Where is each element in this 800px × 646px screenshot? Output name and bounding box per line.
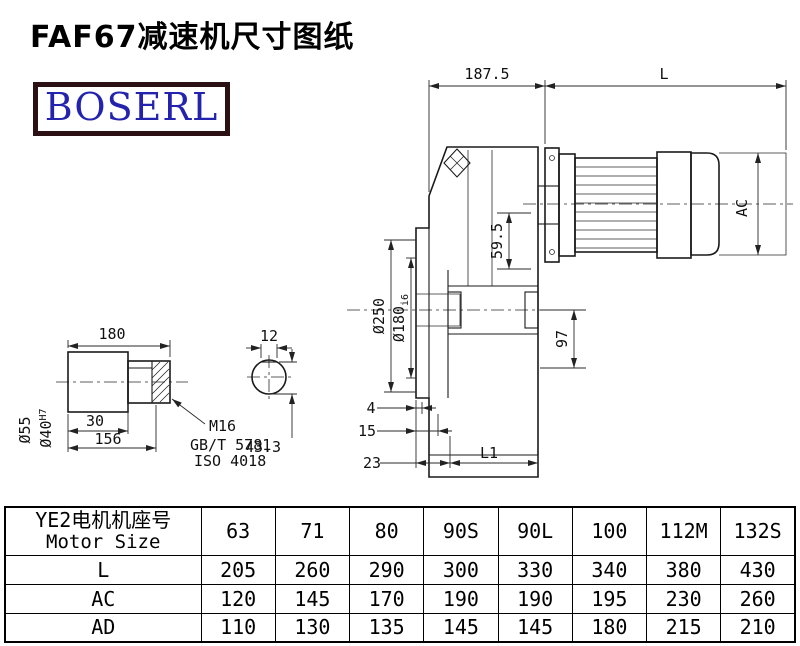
table-cell: 300 [423,554,499,585]
centerlines [56,203,793,399]
bottom-dimensions: 4 15 23 L1 [358,399,539,472]
motor-size-table: YE2电机机座号 Motor Size 63 71 80 90S 90L 100… [4,506,796,643]
table-cell: 195 [571,583,648,614]
thread-standard-iso: ISO 4018 [194,452,266,470]
dim-59-5: 59.5 [488,223,506,259]
size-71: 71 [274,506,351,556]
header-motor-size-en: Motor Size [46,531,161,554]
size-132S: 132S [720,506,796,556]
table-row-AC: AC 120 145 170 190 190 195 230 260 [4,583,796,614]
dim-L1: L1 [480,444,498,462]
table-cell: 230 [645,583,722,614]
brand-logo-text: BOSERL [44,85,219,129]
table-cell: 340 [571,554,648,585]
thread-label: M16 [209,417,236,435]
table-cell: 130 [274,612,351,643]
brand-logo-box: BOSERL [33,82,230,136]
page-title: FAF67减速机尺寸图纸 [30,20,355,55]
table-cell: 135 [348,612,425,643]
thread-standard-gb: GB/T 5781 [190,436,271,454]
dim-d55: Ø55 [16,416,34,443]
gearbox-housing [415,146,560,478]
dim-97-group: 97 [540,309,586,369]
dim-15: 15 [358,422,376,440]
table-cell: 120 [200,583,276,614]
dim-156: 156 [94,430,121,448]
table-cell: 210 [720,612,796,643]
dim-L: L [659,65,668,83]
table-cell: 190 [497,583,573,614]
row-label-L: L [4,554,202,585]
size-90S: 90S [423,506,499,556]
table-cell: 145 [423,612,499,643]
top-dimensions: 187.5 L [428,65,787,192]
row-label-AD: AD [4,612,202,643]
table-row-AD: AD 110 130 135 145 145 180 215 210 [4,612,796,643]
flange-diameter-dimensions: Ø250 Ø180i6 [370,239,416,393]
table-cell: 145 [497,612,573,643]
table-header-row: YE2电机机座号 Motor Size 63 71 80 90S 90L 100… [4,506,796,556]
dim-59-5-group: 59.5 [488,212,531,270]
size-63: 63 [200,506,276,556]
table-cell: 260 [274,554,351,585]
dim-AC: AC [733,199,751,217]
dimension-drawing: 187.5 L AC Ø250 Ø180i6 59.5 97 [16,65,793,478]
table-cell: 110 [200,612,276,643]
fan-cowl [690,152,720,256]
dim-23: 23 [363,454,381,472]
dim-180: 180 [98,325,125,343]
table-cell: 215 [645,612,722,643]
table-cell: 380 [645,554,722,585]
dim-30: 30 [86,412,104,430]
table-cell: 190 [423,583,499,614]
dim-97: 97 [553,330,571,348]
ac-dimension: AC [733,153,761,255]
table-cell: 170 [348,583,425,614]
row-label-AC: AC [4,583,202,614]
table-cell: 205 [200,554,276,585]
motor [544,147,787,263]
table-cell: 290 [348,554,425,585]
table-cell: 430 [720,554,796,585]
table-cell: 145 [274,583,351,614]
size-112M: 112M [645,506,722,556]
shaft-side-view [67,351,171,413]
motor-phantom-extent [719,152,787,256]
table-cell: 180 [571,612,648,643]
dim-4: 4 [366,399,375,417]
dim-d40: Ø40H7 [37,408,55,447]
dim-12: 12 [260,327,278,345]
shaft-section-view: 12 43.3 [245,327,297,456]
lifting-eye-boss [443,148,471,178]
dim-187-5: 187.5 [464,65,509,83]
dim-d180: Ø180i6 [390,294,411,342]
size-100: 100 [571,506,648,556]
header-motor-size-cn: YE2电机机座号 [35,508,172,533]
dim-d250: Ø250 [370,298,388,334]
table-cell: 330 [497,554,573,585]
size-80: 80 [348,506,425,556]
table-row-L: L 205 260 290 300 330 340 380 430 [4,554,796,585]
table-cell: 260 [720,583,796,614]
shaft-dimensions: 180 30 156 Ø55 Ø40H7 M16 GB/T 5781 ISO 4… [16,325,271,470]
size-90L: 90L [497,506,573,556]
dim-43-3: 43.3 [245,438,281,456]
header-motor-size: YE2电机机座号 Motor Size [4,506,202,556]
